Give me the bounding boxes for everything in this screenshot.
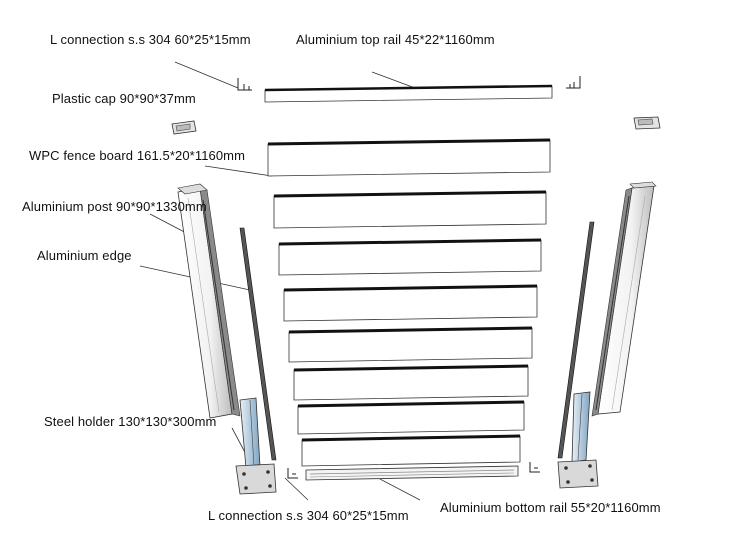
fence-board: [273, 190, 547, 229]
l-connection-bottom-right: [529, 462, 540, 473]
l-connection-top-right: [566, 76, 581, 89]
fence-board: [301, 434, 521, 467]
fence-board: [278, 238, 542, 276]
label-edge: Aluminium edge: [37, 248, 132, 263]
leader-l-connection-bottom: [284, 477, 309, 501]
bottom-rail: [305, 465, 519, 481]
label-plastic-cap: Plastic cap 90*90*37mm: [52, 91, 196, 106]
label-bottom-rail: Aluminium bottom rail 55*20*1160mm: [440, 500, 661, 515]
steel-holder-right: [557, 391, 599, 489]
label-post: Aluminium post 90*90*1330mm: [22, 199, 207, 214]
fence-board: [293, 364, 529, 401]
fence-board: [267, 138, 551, 177]
aluminium-edge-right: [557, 221, 595, 459]
fence-board: [283, 284, 538, 322]
leader-fence-board: [204, 165, 273, 177]
l-connection-bottom-left: [287, 468, 298, 479]
label-steel-holder: Steel holder 130*130*300mm: [44, 414, 217, 429]
label-top-rail: Aluminium top rail 45*22*1160mm: [296, 32, 495, 47]
steel-holder-left: [235, 397, 277, 495]
leader-bottom-rail: [377, 477, 421, 501]
l-connection-top-left: [237, 78, 252, 91]
label-fence-board: WPC fence board 161.5*20*1160mm: [29, 148, 246, 163]
fence-board: [288, 326, 533, 363]
leader-l-connection-top: [174, 61, 239, 89]
label-l-connection-bottom: L connection s.s 304 60*25*15mm: [208, 508, 409, 523]
top-rail: [264, 84, 553, 103]
wpc-fence-boards: [267, 138, 551, 467]
aluminium-post-right: [591, 181, 657, 417]
plastic-cap-left: [171, 120, 197, 135]
aluminium-post-left: [177, 183, 241, 419]
fence-board: [297, 400, 525, 435]
label-l-connection-top: L connection s.s 304 60*25*15mm: [50, 32, 251, 47]
plastic-cap-right: [633, 116, 661, 130]
leader-top-rail: [371, 71, 416, 89]
aluminium-edge-left: [239, 227, 277, 461]
